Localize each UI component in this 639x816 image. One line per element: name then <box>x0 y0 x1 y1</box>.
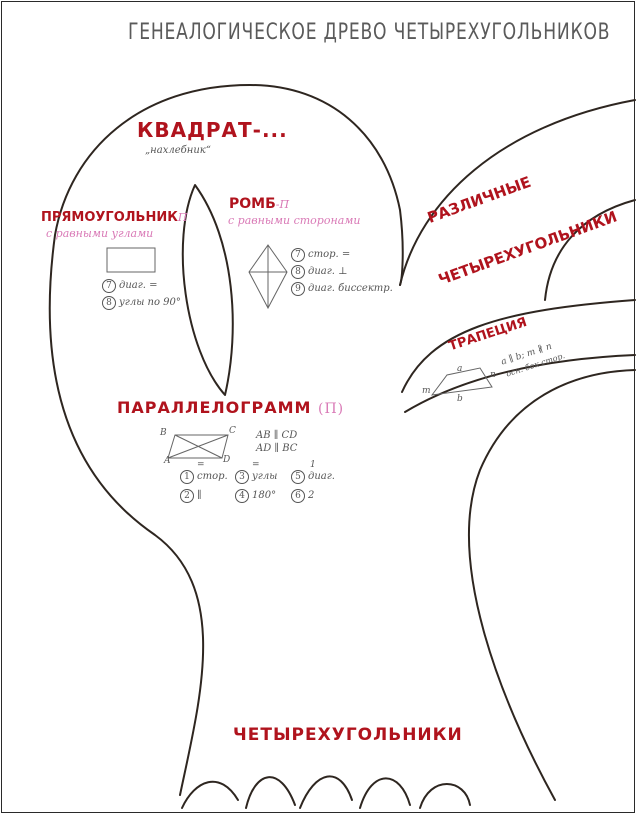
trapezoid-side-n: n <box>490 370 496 380</box>
root-3 <box>299 775 353 809</box>
parallelogram-sketch <box>167 434 229 459</box>
branch-various-bottom <box>401 299 636 393</box>
branch-various-top <box>399 99 636 286</box>
parallelogram-mark: (П) <box>318 401 345 417</box>
vertex-b: B <box>160 428 167 438</box>
root-5 <box>419 783 471 809</box>
parallelogram-label: ПАРАЛЛЕЛОГРАММ (П) <box>117 398 345 417</box>
num-circle: 8 <box>102 296 116 310</box>
rectangle-sketch <box>106 247 156 273</box>
trunk-left-outline <box>48 84 404 796</box>
rectangle-mark: П <box>177 211 188 224</box>
num-circle: 3 <box>235 470 249 484</box>
num-circle: 5 <box>291 470 305 484</box>
num-circle: 6 <box>291 489 305 503</box>
num-circle: 9 <box>291 282 305 296</box>
trapezoid-side-m: m <box>422 386 431 396</box>
parallel-relation-2: AD ∥ BC <box>256 443 298 454</box>
num-circle: 7 <box>291 248 305 262</box>
prop-5-top: 1 <box>310 460 316 470</box>
rhombus-sketch <box>248 244 288 310</box>
num-circle: 8 <box>291 265 305 279</box>
vertex-d: D <box>223 455 231 465</box>
crown-eye <box>181 184 234 396</box>
num-circle: 7 <box>102 279 116 293</box>
root-1 <box>181 780 239 809</box>
rectangle-desc: с равными углами <box>46 227 154 240</box>
vertex-c: C <box>229 426 236 436</box>
rhombus-desc: с равными сторонами <box>228 214 361 227</box>
num-circle: 1 <box>180 470 194 484</box>
parallel-relation-1: AB ∥ CD <box>256 430 298 441</box>
vertex-a: A <box>164 456 171 466</box>
root-2 <box>245 776 296 809</box>
square-label: КВАДРАТ-... <box>137 118 288 142</box>
prop-1-top: = <box>197 460 205 470</box>
branch-inner-arc <box>544 199 636 301</box>
branch-trapezoid-bottom <box>404 354 636 413</box>
num-circle: 2 <box>180 489 194 503</box>
rectangle-label: ПРЯМОУГОЛЬНИКП <box>41 210 188 225</box>
square-note: „нахлебник“ <box>145 145 211 156</box>
root-4 <box>359 777 411 809</box>
rhombus-label: РОМБ-П <box>229 196 290 212</box>
rhombus-mark: -П <box>275 198 290 211</box>
num-circle: 4 <box>235 489 249 503</box>
trapezoid-side-b: b <box>457 394 463 404</box>
prop-3-top: = <box>252 460 260 470</box>
trapezoid-sketch <box>430 367 493 396</box>
parallelogram-prop-2: 2∥ <box>180 489 202 503</box>
trunk-right-outline <box>468 369 636 801</box>
page-title: ГЕНЕАЛОГИЧЕСКОЕ ДРЕВО ЧЕТЫРЕХУГОЛЬНИКОВ <box>128 20 611 45</box>
root-label: ЧЕТЫРЕХУГОЛЬНИКИ <box>233 725 463 745</box>
trapezoid-side-a: a <box>457 364 463 374</box>
